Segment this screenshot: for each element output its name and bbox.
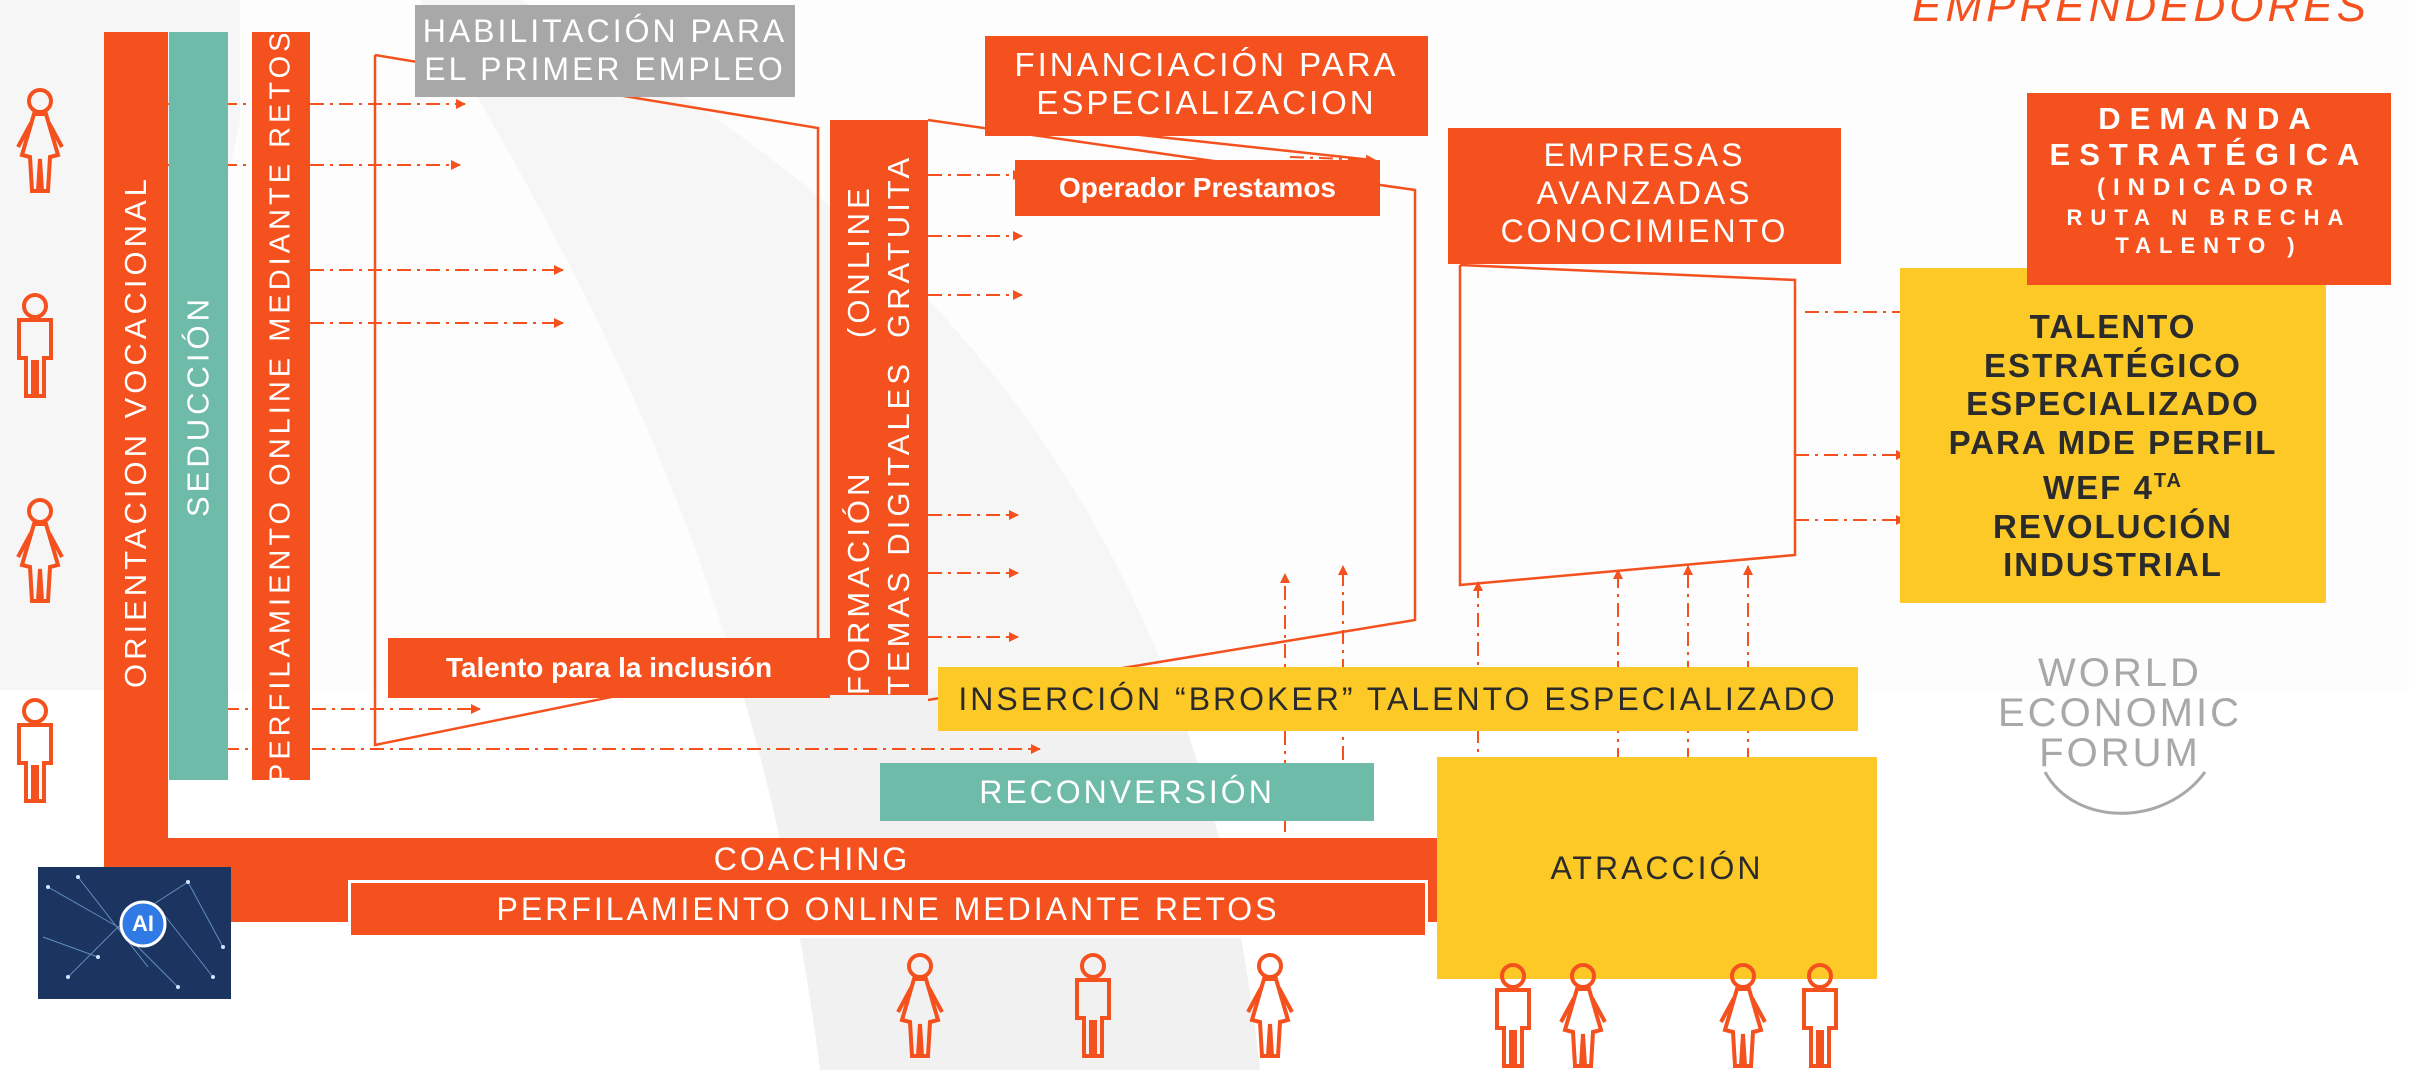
demanda-line5: TALENTO ) (2115, 233, 2303, 258)
habilitacion-line1: HABILITACIÓN PARA (422, 13, 788, 49)
atraccion-label: ATRACCIÓN (1550, 849, 1764, 886)
financiacion-box: FINANCIACIÓN PARA ESPECIALIZACION (985, 36, 1428, 136)
demanda-line3: (INDICADOR (2097, 174, 2321, 201)
coaching-label: COACHING (713, 840, 911, 877)
reconversion-box: RECONVERSIÓN (880, 763, 1374, 821)
insercion-box: INSERCIÓN “BROKER” TALENTO ESPECIALIZADO (938, 667, 1858, 731)
wef-line3: FORUM (2039, 731, 2201, 775)
financiacion-line2: ESPECIALIZACION (1036, 84, 1377, 121)
demanda-box: DEMANDA ESTRATÉGICA (INDICADOR RUTA N BR… (2027, 93, 2391, 285)
empresas-line2: AVANZADAS (1536, 175, 1753, 211)
talento-line1: TALENTO (2029, 308, 2197, 345)
empresas-box: EMPRESAS AVANZADAS CONOCIMIENTO (1448, 128, 1841, 264)
formacion-line1: FORMACIÓN TEMAS DIGITALES (841, 359, 916, 695)
operador-box: Operador Prestamos (1015, 160, 1380, 216)
emprendedores-label: EMPRENDEDORES (1912, 0, 2370, 31)
talento-text: TALENTO ESTRATÉGICO ESPECIALIZADO PARA M… (1900, 308, 2326, 585)
formacion-label: FORMACIÓN TEMAS DIGITALES (ONLINE GRATUI… (830, 120, 928, 695)
talento-line4: PARA MDE PERFIL (1948, 423, 2278, 461)
orientacion-label: ORIENTACION VOCACIONAL (118, 175, 153, 689)
ai-network-graphic (38, 867, 231, 999)
talento-line7: INDUSTRIAL (2003, 546, 2223, 583)
empresas-line1: EMPRESAS (1543, 137, 1746, 173)
funnel-empresas (1458, 263, 1797, 587)
wef-arc (2043, 771, 2207, 815)
empresas-line3: CONOCIMIENTO (1500, 213, 1789, 249)
habilitacion-box: HABILITACIÓN PARA EL PRIMER EMPLEO (415, 5, 795, 97)
funnel-formacion (927, 118, 1417, 702)
demanda-line1: DEMANDA (2098, 101, 2320, 136)
perfilamiento-horizontal-box: PERFILAMIENTO ONLINE MEDIANTE RETOS (348, 880, 1428, 938)
seduccion-label: SEDUCCIÓN (180, 295, 216, 518)
orientacion-bar (104, 32, 168, 922)
talento-box (1900, 268, 2326, 603)
wef-line1: WORLD (2038, 651, 2202, 695)
wef-logo: WORLD ECONOMIC FORUM (1985, 652, 2255, 822)
talento-line5-sup: TA (2153, 470, 2184, 492)
talento-line2: ESTRATÉGICO (1984, 346, 2242, 384)
talento-inclusion-box: Talento para la inclusión (388, 638, 830, 698)
perfilamiento-vertical-bar (252, 32, 310, 780)
talento-line5: WEF 4TA (2042, 469, 2184, 506)
wef-line2: ECONOMIC (1998, 691, 2242, 735)
financiacion-line1: FINANCIACIÓN PARA (1014, 46, 1399, 83)
atraccion-box (1437, 757, 1877, 979)
talento-line3: ESPECIALIZADO (1966, 385, 2260, 422)
ai-brain-icon: AI (38, 867, 231, 999)
talento-line6: REVOLUCIÓN (1992, 507, 2233, 545)
seduccion-bar (169, 32, 228, 780)
demanda-line4: RUTA N BRECHA (2066, 205, 2352, 230)
perfilamiento-vertical-label: PERFILAMIENTO ONLINE MEDIANTE RETOS (264, 28, 297, 784)
habilitacion-line2: EL PRIMER EMPLEO (424, 51, 786, 87)
ai-badge: AI (132, 911, 154, 936)
demanda-line2: ESTRATÉGICA (2049, 137, 2369, 172)
formacion-line2: (ONLINE GRATUITA (841, 154, 916, 339)
formacion-bar (830, 120, 928, 695)
